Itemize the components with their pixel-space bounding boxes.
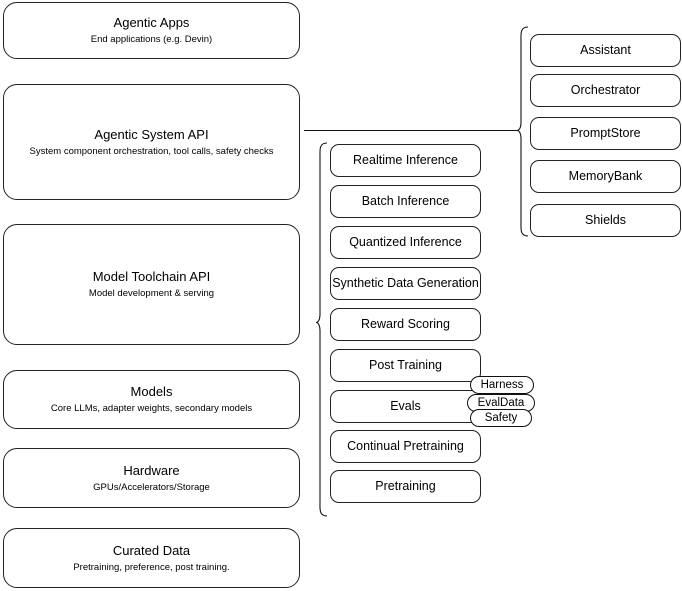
layer-model-toolchain-api[interactable]: Model Toolchain API Model development & … — [3, 224, 300, 345]
component-label: Shields — [585, 213, 626, 227]
layer-title: Model Toolchain API — [92, 269, 211, 284]
component-label: Post Training — [369, 358, 442, 372]
component-label: Realtime Inference — [353, 153, 458, 167]
component-label: Assistant — [580, 43, 631, 57]
toolchain-component-pretraining[interactable]: Pretraining — [330, 470, 481, 503]
layer-title: Agentic System API — [94, 126, 209, 142]
layer-models[interactable]: Models Core LLMs, adapter weights, secon… — [3, 370, 300, 429]
layer-subtitle: System component orchestration, tool cal… — [29, 145, 274, 157]
layer-title: Agentic Apps — [113, 15, 190, 30]
component-label: MemoryBank — [568, 169, 643, 183]
component-label: Evals — [390, 399, 421, 413]
system-component-promptstore[interactable]: PromptStore — [530, 117, 681, 150]
layer-agentic-system-api[interactable]: Agentic System API System component orch… — [3, 84, 300, 200]
badge-label: EvalData — [477, 397, 525, 409]
eval-badge-safety[interactable]: Safety — [470, 409, 532, 427]
system-component-orchestrator[interactable]: Orchestrator — [530, 74, 681, 107]
layer-subtitle: GPUs/Accelerators/Storage — [93, 481, 210, 493]
layer-curated-data[interactable]: Curated Data Pretraining, preference, po… — [3, 528, 300, 588]
toolchain-component-continual-pretraining[interactable]: Continual Pretraining — [330, 430, 481, 463]
toolchain-component-realtime-inference[interactable]: Realtime Inference — [330, 144, 481, 177]
layer-subtitle: Model development & serving — [88, 288, 215, 299]
system-component-assistant[interactable]: Assistant — [530, 34, 681, 67]
badge-label: Harness — [480, 379, 524, 391]
component-label: Orchestrator — [570, 83, 641, 97]
layer-title: Models — [130, 384, 173, 399]
toolchain-component-post-training[interactable]: Post Training — [330, 349, 481, 382]
system-component-memorybank[interactable]: MemoryBank — [530, 160, 681, 193]
badge-label: Safety — [484, 412, 518, 424]
component-label: Batch Inference — [361, 194, 450, 208]
layer-agentic-apps[interactable]: Agentic Apps End applications (e.g. Devi… — [3, 2, 300, 59]
toolchain-component-reward-scoring[interactable]: Reward Scoring — [330, 308, 481, 341]
brace-toolchain-components — [315, 142, 328, 517]
layer-hardware[interactable]: Hardware GPUs/Accelerators/Storage — [3, 448, 300, 508]
component-label: Continual Pretraining — [347, 439, 464, 453]
toolchain-component-quantized-inference[interactable]: Quantized Inference — [330, 226, 481, 259]
layer-subtitle: Core LLMs, adapter weights, secondary mo… — [50, 403, 253, 414]
toolchain-component-synthetic-data-generation[interactable]: Synthetic Data Generation — [330, 267, 481, 300]
component-label: Quantized Inference — [349, 235, 462, 249]
toolchain-component-evals[interactable]: Evals — [330, 390, 481, 423]
system-component-shields[interactable]: Shields — [530, 204, 681, 237]
layer-subtitle: End applications (e.g. Devin) — [90, 34, 213, 45]
component-label: Pretraining — [375, 479, 436, 493]
toolchain-component-batch-inference[interactable]: Batch Inference — [330, 185, 481, 218]
component-label: Reward Scoring — [361, 317, 450, 331]
layer-title: Hardware — [123, 462, 180, 478]
eval-badge-harness[interactable]: Harness — [470, 376, 534, 394]
layer-subtitle: Pretraining, preference, post training. — [73, 561, 230, 573]
layer-title: Curated Data — [112, 542, 191, 558]
component-label: Synthetic Data Generation — [332, 276, 479, 290]
component-label: PromptStore — [570, 126, 641, 140]
brace-system-components — [516, 26, 529, 237]
